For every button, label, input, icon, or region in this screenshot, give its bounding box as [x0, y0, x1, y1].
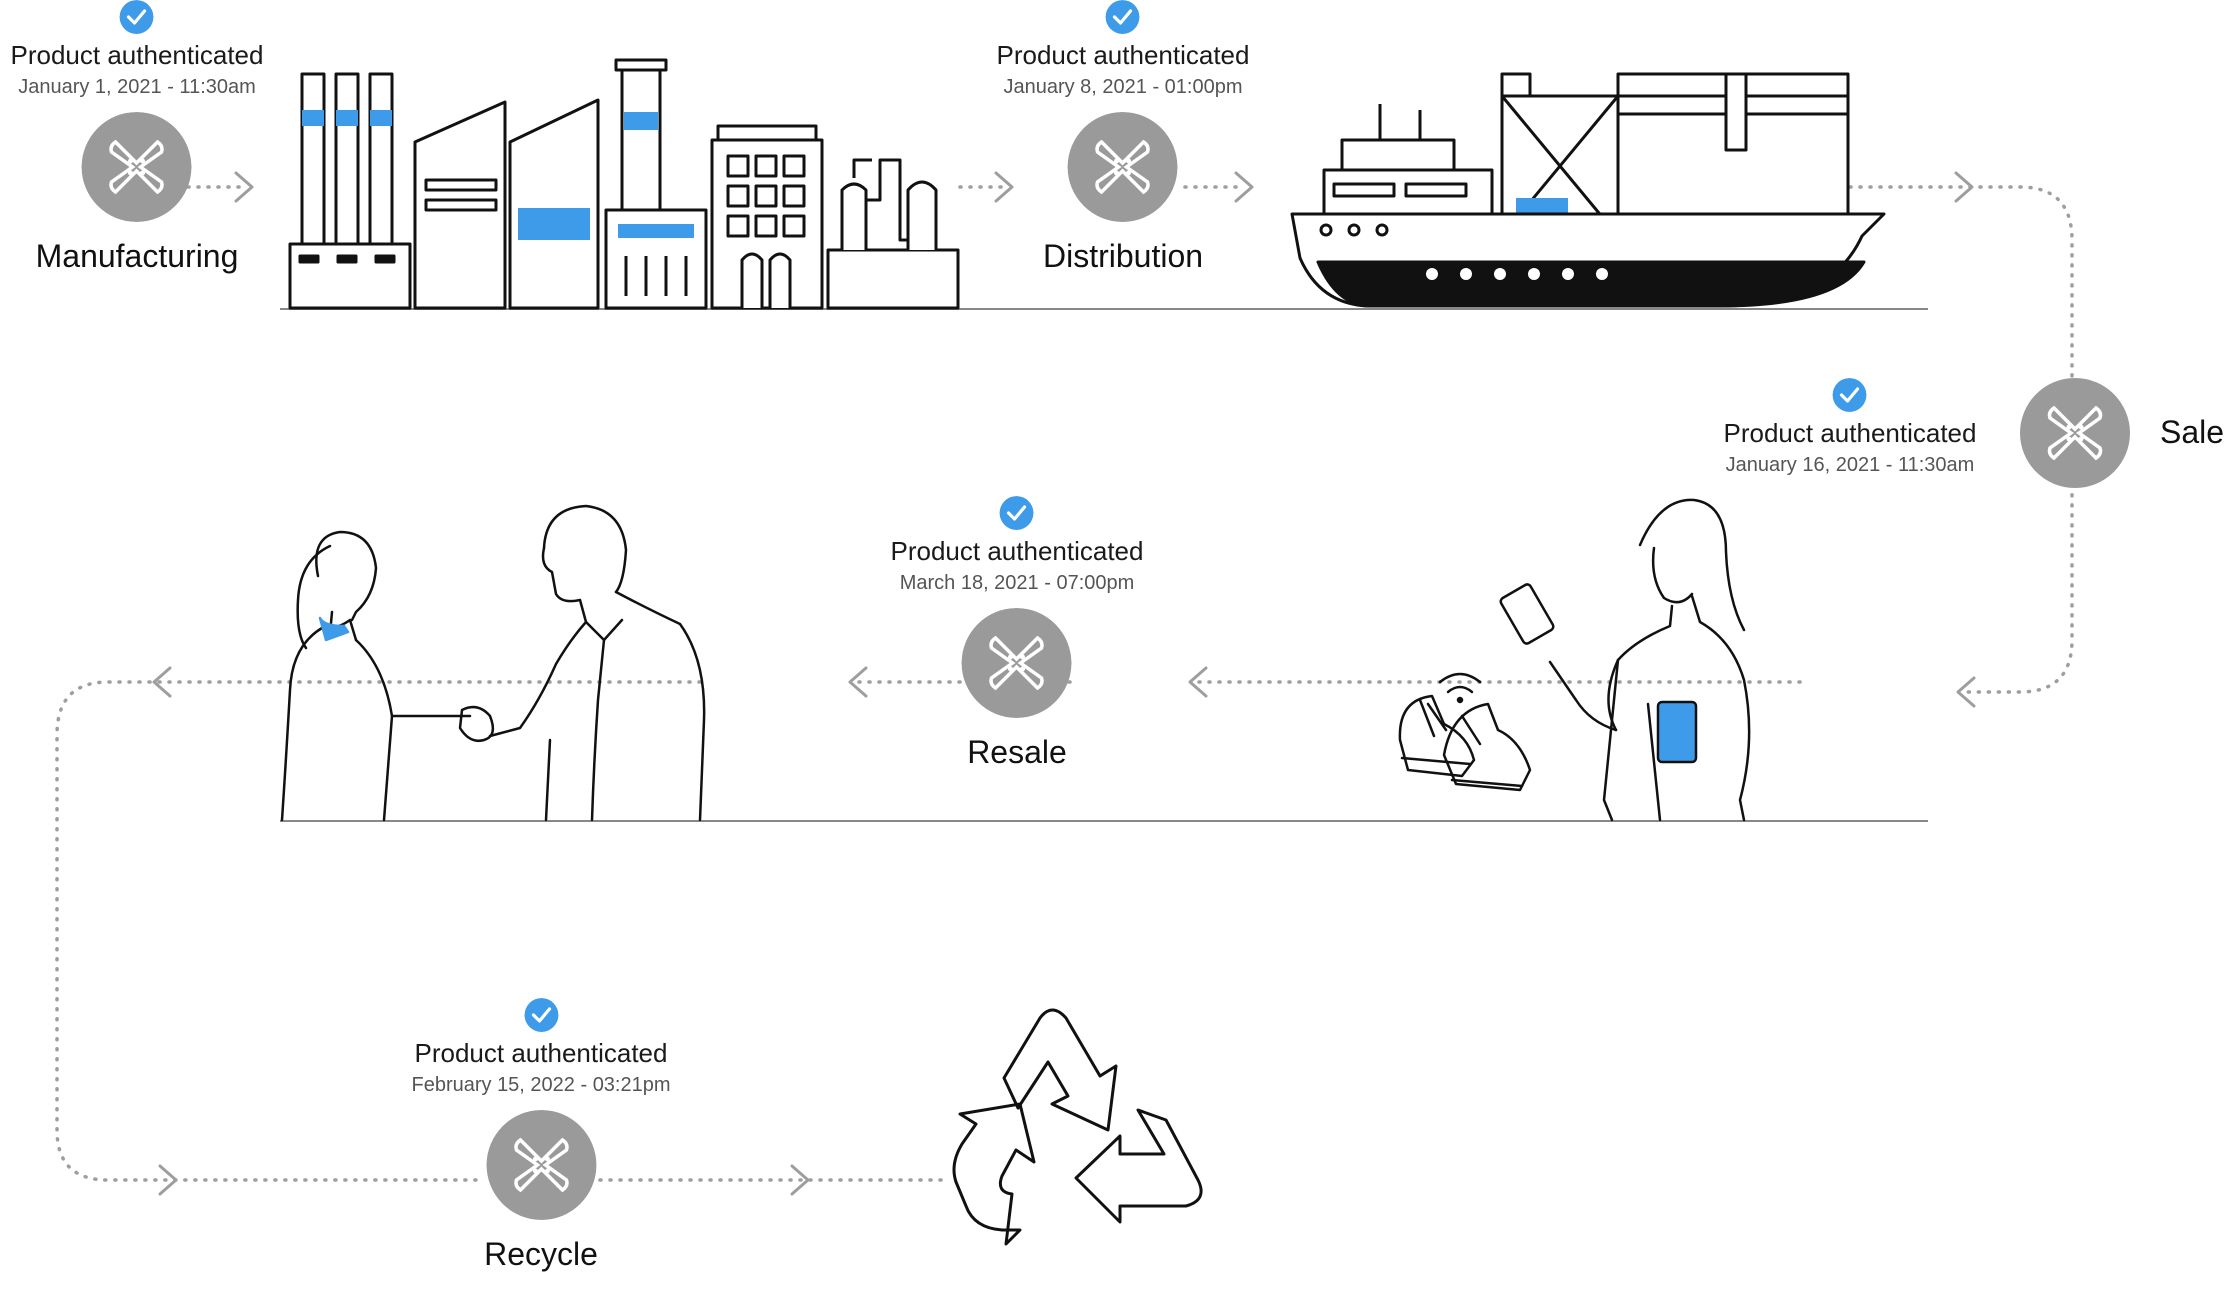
auth-status: Product authenticated — [1723, 418, 1977, 448]
stage-manufacturing: Product authenticated January 1, 2021 - … — [10, 0, 264, 276]
factory-illustration — [288, 58, 960, 310]
stitch-x-icon[interactable] — [485, 1110, 596, 1220]
flow-path — [55, 185, 2074, 1182]
stage-distribution: Product authenticated January 8, 2021 - … — [996, 0, 1250, 276]
check-badge-icon — [120, 0, 154, 34]
stitch-x-icon[interactable] — [1068, 112, 1178, 222]
auth-date: March 18, 2021 - 07:00pm — [899, 572, 1135, 594]
cargo-ship-illustration — [1290, 72, 1886, 308]
handshake-illustration — [280, 504, 706, 822]
shopper-with-sneakers-illustration — [1398, 498, 1751, 822]
auth-date: January 1, 2021 - 11:30am — [18, 76, 256, 98]
stage-recycle: Product authenticated February 15, 2022 … — [411, 998, 671, 1274]
stage-label: Distribution — [1042, 238, 1204, 274]
stage-resale: Product authenticated March 18, 2021 - 0… — [890, 496, 1144, 772]
stitch-x-icon[interactable] — [2020, 378, 2130, 488]
check-badge-icon — [1000, 496, 1034, 530]
auth-date: January 16, 2021 - 11:30am — [1725, 454, 1975, 476]
stage-label: Sale — [2160, 414, 2225, 450]
auth-status: Product authenticated — [10, 40, 264, 70]
auth-date: January 8, 2021 - 01:00pm — [1003, 76, 1243, 98]
auth-date: February 15, 2022 - 03:21pm — [411, 1074, 671, 1096]
stitch-x-icon[interactable] — [82, 112, 192, 222]
stage-label: Recycle — [484, 1236, 598, 1272]
check-badge-icon — [523, 998, 558, 1032]
auth-status: Product authenticated — [414, 1038, 668, 1068]
recycle-symbol-illustration — [952, 1008, 1203, 1246]
check-badge-icon — [1106, 0, 1140, 34]
stage-sale-status: Product authenticated January 16, 2021 -… — [1723, 378, 1977, 480]
stage-label: Resale — [967, 734, 1067, 770]
stitch-x-icon[interactable] — [962, 608, 1072, 718]
stage-label: Manufacturing — [35, 238, 239, 274]
auth-status: Product authenticated — [890, 536, 1144, 566]
check-badge-icon — [1833, 378, 1867, 412]
auth-status: Product authenticated — [996, 40, 1250, 70]
